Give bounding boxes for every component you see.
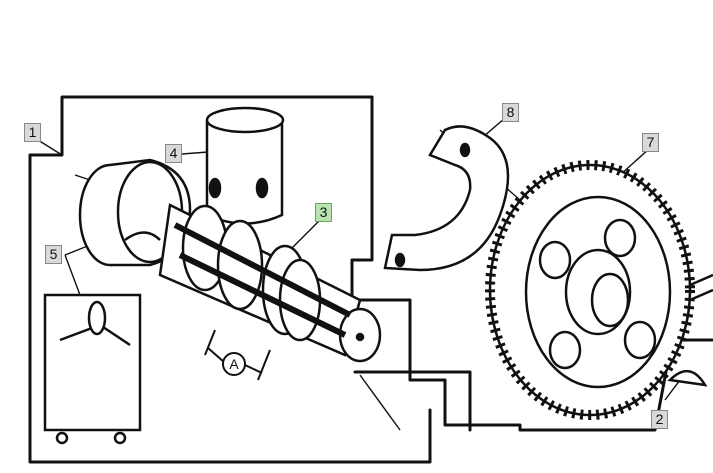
sleeve — [205, 106, 285, 225]
callout-8: 8 — [502, 103, 519, 122]
bracket — [383, 125, 510, 272]
woodruff-key — [667, 370, 708, 387]
diagram-frame — [28, 95, 713, 464]
callout-4: 4 — [165, 144, 182, 163]
camshaft — [158, 203, 382, 363]
callout-2: 2 — [651, 410, 668, 429]
diagram-frame-inner — [353, 370, 472, 432]
callout-7: 7 — [642, 133, 659, 152]
callout-1: 1 — [24, 123, 41, 142]
dimension-a-label: A — [222, 352, 246, 376]
callout-3: 3 — [315, 203, 332, 222]
callout-5: 5 — [45, 245, 62, 264]
gear — [485, 160, 713, 420]
bushing-inset — [43, 293, 142, 445]
